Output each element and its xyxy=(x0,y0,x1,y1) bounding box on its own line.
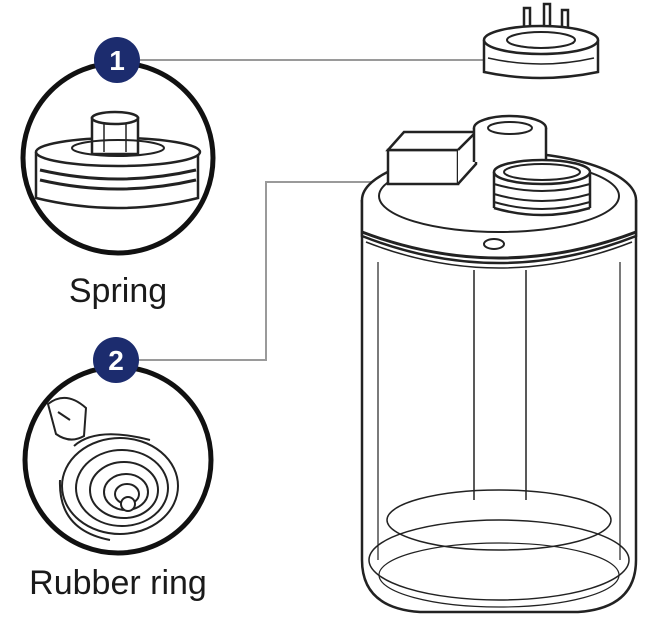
label-rubber-ring: Rubber ring xyxy=(29,564,207,602)
leader-lines xyxy=(138,59,488,361)
callout-badge-1: 1 xyxy=(94,37,140,83)
detail-circle-spring xyxy=(20,60,216,256)
leader-line-2 xyxy=(138,181,378,361)
detail-circle-rubber-ring xyxy=(22,364,214,556)
callout-badge-2: 2 xyxy=(93,337,139,383)
jar-body xyxy=(360,150,638,614)
cap-part xyxy=(482,2,600,80)
callout-number-1: 1 xyxy=(109,45,125,76)
label-spring: Spring xyxy=(69,272,167,310)
callout-number-2: 2 xyxy=(108,345,124,376)
lid-fittings xyxy=(385,114,592,217)
